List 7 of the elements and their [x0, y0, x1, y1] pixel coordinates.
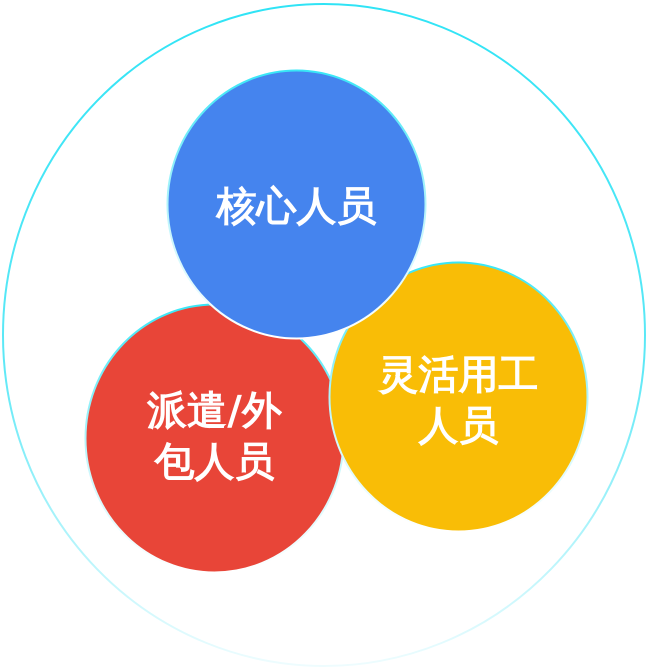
- outer-ring: [2, 3, 646, 667]
- category-circle: [328, 261, 589, 533]
- category-label: 灵活用工人员: [376, 351, 540, 451]
- category-circle: [166, 69, 427, 340]
- category-label: 核心人员: [214, 182, 378, 231]
- category-circle: [84, 303, 345, 574]
- category-label: 派遣/外包人员: [146, 386, 283, 486]
